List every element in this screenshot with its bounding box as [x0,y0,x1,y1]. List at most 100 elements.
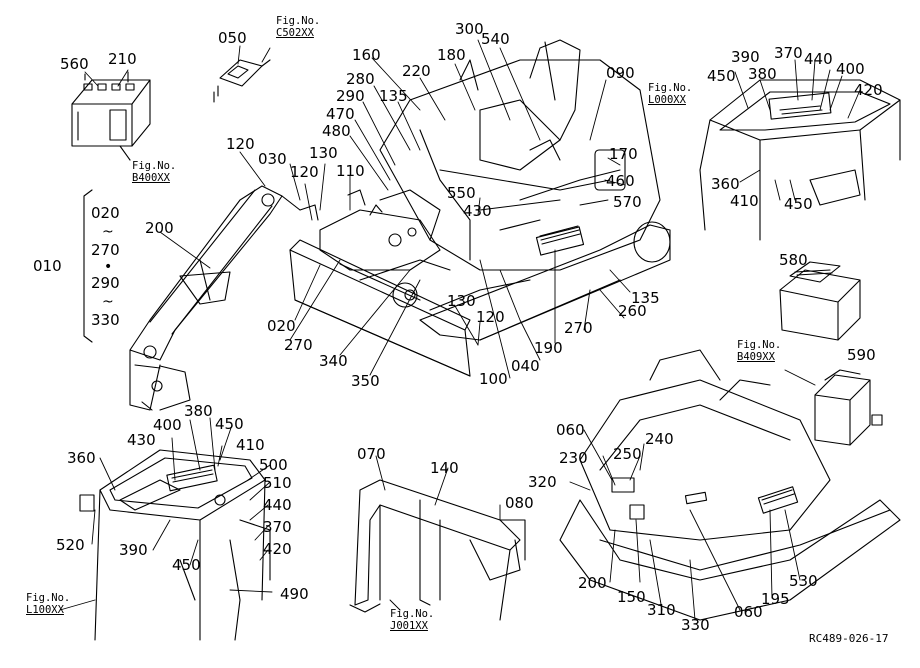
figure-reference-l100: Fig.No.L100XX [26,592,71,616]
part-number: 100 [479,370,508,388]
part-number: 410 [730,192,759,210]
part-number: 200 [578,574,607,592]
part-number: 010 [33,257,62,275]
part-number: 230 [559,449,588,467]
part-number: 400 [836,60,865,78]
part-number: 510 [263,474,292,492]
battery-illustration [71,79,151,147]
rear-machine-illustration [559,349,901,621]
part-number: 070 [357,445,386,463]
part-number: 550 [447,184,476,202]
part-number: 080 [505,494,534,512]
part-number: 330 [681,616,710,634]
part-number: 200 [145,219,174,237]
figure-reference-b400: Fig.No.B400XX [132,160,177,184]
part-number: 570 [613,193,642,211]
relay-part-illustration [213,59,271,103]
part-number: 560 [60,55,89,73]
part-number: 380 [184,402,213,420]
part-number: 400 [153,416,182,434]
figure-reference-j001: Fig.No.J001XX [390,608,435,632]
part-number: 380 [748,65,777,83]
part-number: 090 [606,64,635,82]
group-dot: • [104,259,113,275]
part-number: 390 [119,541,148,559]
drawing-code: RC489-026-17 [809,632,889,645]
part-number: 130 [309,144,338,162]
part-number: 195 [761,590,790,608]
part-number: 240 [645,430,674,448]
part-number: 470 [326,105,355,123]
part-number: 030 [258,150,287,168]
part-number: 210 [108,50,137,68]
part-number: 140 [430,459,459,477]
part-number: 370 [263,518,292,536]
part-number: 350 [351,372,380,390]
part-number: 450 [215,415,244,433]
part-number: 110 [336,162,365,180]
part-number: 580 [779,251,808,269]
part-number: 430 [127,431,156,449]
part-number: 270 [564,319,593,337]
part-number: 180 [437,46,466,64]
part-number: 390 [731,48,760,66]
part-number: 190 [534,339,563,357]
part-number: 540 [481,30,510,48]
part-number: 170 [609,145,638,163]
part-number: 360 [711,175,740,193]
part-number: 320 [528,473,557,491]
part-number: 150 [617,588,646,606]
part-number: 160 [352,46,381,64]
part-number: 420 [263,540,292,558]
part-number: 120 [476,308,505,326]
part-number: 260 [618,302,647,320]
part-number: 460 [606,172,635,190]
support-frame-illustration [349,479,526,621]
part-number: 450 [707,67,736,85]
part-number: 490 [280,585,309,603]
part-number: 120 [226,135,255,153]
module-box-illustration [814,369,883,446]
part-number: 120 [290,163,319,181]
group-bracket [83,189,93,343]
part-number: 410 [236,436,265,454]
dozer-blade-illustration [289,239,471,377]
part-number: 280 [346,70,375,88]
hydraulic-valves-illustration [299,189,451,281]
crawler-tracks-illustration [392,221,671,341]
part-number: 530 [789,572,818,590]
part-number: 430 [463,202,492,220]
part-number: 060 [734,603,763,621]
part-number: 130 [447,292,476,310]
part-number: 450 [172,556,201,574]
part-number: 250 [613,445,642,463]
part-number: 450 [784,195,813,213]
part-number: 440 [804,50,833,68]
part-number: 480 [322,122,351,140]
part-number: 270 [91,241,120,259]
part-number: 500 [259,456,288,474]
excavator-upper-body-illustration [379,39,661,271]
part-number: 220 [402,62,431,80]
part-number: 135 [631,289,660,307]
range-tilde: ~ [102,294,114,310]
part-number: 520 [56,536,85,554]
part-number: 330 [91,311,120,329]
figure-reference-l000: Fig.No.L000XX [648,82,693,106]
part-number: 020 [91,204,120,222]
figure-reference-b409: Fig.No.B409XX [737,339,782,363]
part-number: 370 [774,44,803,62]
leader-lines [59,39,861,621]
part-number: 360 [67,449,96,467]
figure-reference-c502: Fig.No.C502XX [276,15,321,39]
part-number: 020 [267,317,296,335]
part-number: 340 [319,352,348,370]
part-number: 135 [379,87,408,105]
part-number: 310 [647,601,676,619]
part-number: 290 [91,274,120,292]
part-number: 270 [284,336,313,354]
boom-arm-illustration [129,185,301,411]
cab-frame-illustration [699,79,901,241]
part-number: 060 [556,421,585,439]
